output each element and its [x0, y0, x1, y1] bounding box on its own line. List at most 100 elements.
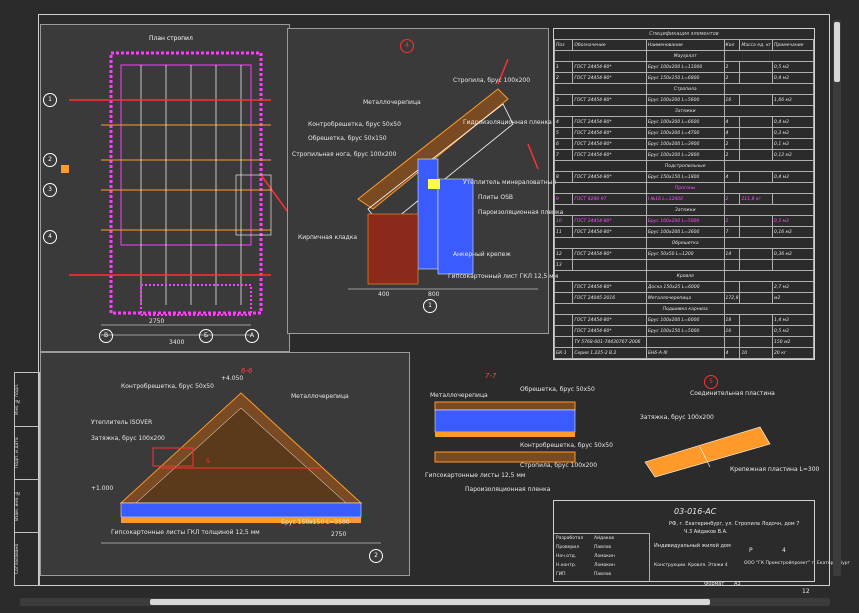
stamp-format-val: А3: [734, 581, 741, 587]
plan-viewport[interactable]: План стропил: [40, 24, 290, 352]
title-block: 03-016-АС РФ, г. Екатеринбург, ул. Строп…: [553, 500, 850, 587]
spec-cell: 1,66 м3: [772, 94, 814, 106]
spec-cell: ГОСТ 24454-80*: [572, 72, 647, 84]
section-77-label: Стропила, брус 100х200: [520, 462, 598, 469]
spec-cell: [554, 270, 647, 282]
node-viewport[interactable]: 4 Стропила, брус 100х200 Металлочерепица…: [287, 28, 563, 334]
side-cell: Подп. и дата: [15, 426, 39, 480]
plan-svg: [61, 51, 289, 336]
spec-section-title: Подстропильные: [645, 160, 725, 172]
sheet-frame: [38, 14, 830, 586]
spec-cell: [723, 237, 815, 249]
spec-cell: 14: [723, 248, 741, 260]
section-77-title: 7-7: [485, 372, 497, 380]
node-title: 4: [400, 39, 414, 53]
spec-cell: [553, 292, 574, 304]
spec-section-row: Подшивка карниза: [554, 303, 815, 315]
stamp-name: Ломакин: [594, 563, 615, 568]
spec-cell: [739, 226, 774, 238]
node-5[interactable]: 5 Соединительная пластина Затяжка, брус …: [630, 372, 819, 482]
spec-cell: [723, 182, 815, 194]
spec-header: Наименование: [645, 39, 725, 51]
node-5-label: Соединительная пластина: [690, 390, 775, 397]
vertical-scroll-thumb[interactable]: [834, 22, 840, 82]
spec-cell: ГОСТ 24454-80*: [572, 226, 647, 238]
node-5-svg: [644, 426, 771, 478]
axis-marker: В: [99, 329, 113, 343]
spec-cell: [739, 259, 774, 271]
spec-cell: [553, 281, 574, 293]
vertical-scrollbar[interactable]: [833, 20, 841, 576]
spec-cell: [739, 292, 774, 304]
spec-cell: Брус 100х200 L=6600: [645, 116, 725, 128]
spec-section-row: Стропила: [554, 83, 815, 95]
spec-cell: 150 м2: [772, 336, 814, 348]
spec-cell: [554, 237, 647, 249]
spec-cell: Серия 1.225-2 В.2: [572, 347, 647, 359]
side-cell: Инв. № подл.: [15, 373, 39, 427]
spec-cell: 20 кг: [772, 347, 814, 359]
stamp-sheet-name: Конструкции. Кровля. Этажи 4: [654, 563, 728, 568]
spec-cell: ТУ 5768-001-74430767-2006: [572, 336, 647, 348]
section-77-label: Контробрешетка, брус 50х50: [520, 442, 613, 449]
spec-header: Поз: [553, 39, 574, 51]
node-label: Пароизоляционная пленка: [478, 209, 564, 216]
section-dim: 2750: [331, 531, 347, 538]
stamp-role: Проверил: [556, 545, 580, 550]
spec-cell: 0,4 м3: [772, 116, 814, 128]
spec-cell: 10: [553, 215, 574, 227]
node-label: Утеплитель минераловатный: [463, 179, 557, 186]
spec-cell: [739, 138, 774, 150]
spec-cell: I №16 L=12400: [645, 193, 725, 205]
spec-cell: 16: [723, 325, 741, 337]
spec-header: Примечание: [772, 39, 814, 51]
section-label: Металлочерепица: [291, 393, 349, 400]
spec-cell: 4: [723, 116, 741, 128]
spec-cell: ГОСТ 24454-80*: [572, 281, 647, 293]
spec-cell: 6: [553, 138, 574, 150]
spec-section-row: Обрешетка: [554, 237, 815, 249]
spec-cell: 2: [723, 193, 741, 205]
spec-cell: [739, 281, 774, 293]
spec-cell: [553, 336, 574, 348]
spec-cell: [739, 61, 774, 73]
spec-cell: 0,12 м3: [772, 149, 814, 161]
axis-marker: Б: [199, 329, 213, 343]
stamp-name: Ломакин: [594, 554, 615, 559]
horizontal-scroll-thumb[interactable]: [150, 599, 710, 605]
spec-cell: 0,4 м3: [772, 171, 814, 183]
spec-cell: 172,8: [723, 292, 741, 304]
spec-cell: [554, 182, 647, 194]
plan-outline: [109, 51, 263, 315]
spec-cell: [739, 336, 774, 348]
spec-row: 13: [553, 259, 814, 271]
side-cell: Согласовано: [15, 532, 39, 586]
spec-cell: 2,7 м3: [772, 281, 814, 293]
spec-cell: 0,36 м3: [772, 248, 814, 260]
spec-cell: 0,5 м3: [772, 325, 814, 337]
spec-cell: 0,5 м3: [772, 215, 814, 227]
section-77[interactable]: 7-7 Металлочерепица Обрешетка, брус 50х5…: [425, 372, 613, 497]
section-label: Утеплитель ISOVER: [91, 419, 153, 426]
node-label: Гидроизоляционная пленка: [463, 119, 552, 126]
section-66-viewport[interactable]: 6-6 Контробрешетка, брус 50х50 Металлоче…: [40, 352, 410, 576]
spec-cell: [645, 259, 725, 271]
plan-dim: 2750: [149, 318, 165, 325]
stamp-role: Разработал: [556, 536, 584, 541]
spec-cell: [723, 105, 815, 117]
level-mark: +1.000: [91, 485, 114, 492]
spec-cell: [739, 116, 774, 128]
horizontal-scrollbar[interactable]: [20, 598, 830, 606]
spec-cell: 9: [553, 193, 574, 205]
section-label: Брус 150х150 L=3500: [281, 519, 350, 526]
spec-header: Масса ед. кг: [739, 39, 774, 51]
